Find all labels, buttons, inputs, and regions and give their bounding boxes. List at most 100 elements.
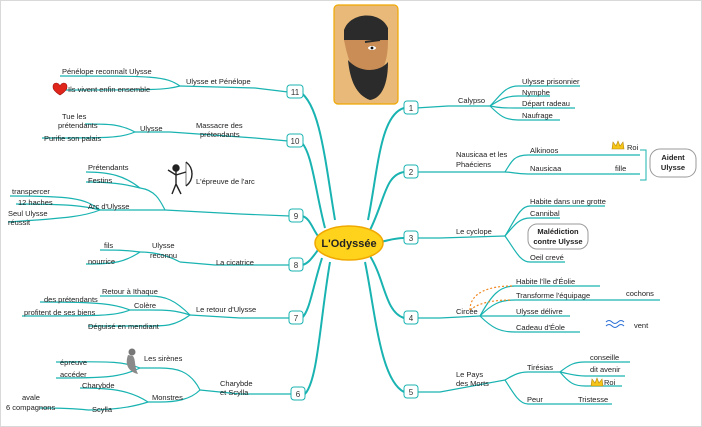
node[interactable]: Ulysse [140, 124, 163, 133]
node[interactable]: Nausicaa [530, 164, 562, 173]
central-topic-label: L'Odyssée [321, 238, 376, 250]
node[interactable]: Départ radeau [522, 99, 570, 108]
node[interactable]: Roi [604, 378, 616, 387]
node[interactable]: Transforme l'équipage [516, 291, 590, 300]
node[interactable]: Habite l'île d'Éolie [516, 277, 575, 286]
branch-2-title[interactable]: Nausicaa et les [456, 150, 508, 159]
node[interactable]: dit avenir [590, 365, 621, 374]
branch-9-title[interactable]: L'épreuve de l'arc [196, 177, 255, 186]
siren-icon [126, 348, 138, 374]
node[interactable]: épreuve [60, 358, 87, 367]
branch-5-title[interactable]: Le Pays [456, 370, 483, 379]
node[interactable]: Alkinoos [530, 146, 559, 155]
branch-line-9 [301, 215, 319, 237]
branch-line-5 [364, 261, 405, 393]
badge-7[interactable]: 7 [288, 310, 304, 325]
node[interactable]: Tristesse [578, 395, 608, 404]
badge-8[interactable]: 8 [288, 257, 304, 272]
central-topic[interactable]: L'Odyssée [314, 225, 384, 261]
malediction-bubble[interactable]: Malédiction contre Ulysse [527, 223, 589, 250]
node[interactable]: Charybde [82, 381, 115, 390]
node[interactable]: Déguisé en mendiant [88, 322, 160, 331]
bracket [640, 149, 647, 181]
branch-6: Charybde et Scylla Les sirènes épreuve a… [6, 348, 253, 414]
branch-11-title[interactable]: Ulysse et Pénélope [186, 77, 251, 86]
branch-line-6 [304, 261, 331, 395]
node[interactable]: Roi [627, 143, 639, 152]
node[interactable]: Seul Ulysse [8, 209, 48, 218]
node[interactable]: vent [634, 321, 649, 330]
node[interactable]: Nymphe [522, 88, 550, 97]
node[interactable]: Pénélope reconnaît Ulysse [62, 67, 152, 76]
node[interactable]: Festins [88, 176, 112, 185]
branch-10-title[interactable]: Massacre des [196, 121, 243, 130]
badge-1[interactable]: 1 [403, 100, 419, 115]
node[interactable]: cochons [626, 289, 654, 298]
branch-1-title[interactable]: Calypso [458, 96, 485, 105]
badge-6[interactable]: 6 [290, 386, 306, 401]
sub-branches [7, 75, 660, 411]
node-line2: prétendants [58, 121, 98, 130]
node[interactable]: fils [104, 241, 113, 250]
node[interactable]: Prétendants [88, 163, 129, 172]
node[interactable]: Habite dans une grotte [530, 197, 606, 206]
node[interactable]: Colère [134, 301, 156, 310]
badge-9[interactable]: 9 [288, 208, 304, 223]
branch-5-title-line2: des Morts [456, 379, 489, 388]
branch-2: Nausicaa et les Phaéciens Alkinoos Roi N… [456, 140, 697, 178]
node[interactable]: Arc d'Ulysse [88, 202, 129, 211]
node[interactable]: Naufrage [522, 111, 553, 120]
node[interactable]: Purifie son palais [44, 134, 101, 143]
node[interactable]: Scylla [92, 405, 113, 414]
node[interactable]: Ils vivent enfin ensemble [68, 85, 150, 94]
branch-4-title[interactable]: Circée [456, 307, 478, 316]
node[interactable]: Peur [527, 395, 543, 404]
branch-7: Le retour d'Ulysse Retour à Ithaque Colè… [24, 287, 256, 331]
node[interactable]: avale [22, 393, 40, 402]
node[interactable]: Tirésias [527, 363, 553, 372]
heart-icon [52, 82, 68, 96]
branch-3-title[interactable]: Le cyclope [456, 227, 492, 236]
branch-8-title[interactable]: La cicatrice [216, 258, 254, 267]
ulysses-portrait-image [333, 4, 399, 105]
badge-3[interactable]: 3 [403, 230, 419, 245]
svg-text:3: 3 [409, 234, 414, 243]
node[interactable]: Les sirènes [144, 354, 183, 363]
node[interactable]: 12 haches [18, 198, 53, 207]
node[interactable]: Ulysse [152, 241, 175, 250]
archer-icon [167, 161, 193, 195]
badge-10[interactable]: 10 [286, 133, 304, 148]
node[interactable]: Retour à Ithaque [102, 287, 158, 296]
badge-2[interactable]: 2 [403, 164, 419, 179]
badge-11[interactable]: 11 [286, 84, 304, 99]
wind-waves-icon [605, 320, 625, 328]
node[interactable]: Oeil crevé [530, 253, 564, 262]
node[interactable]: nourrice [88, 257, 115, 266]
svg-text:9: 9 [294, 212, 299, 221]
node[interactable]: Ulysse délivre [516, 307, 563, 316]
svg-text:contre Ulysse: contre Ulysse [533, 237, 582, 246]
badge-5[interactable]: 5 [403, 384, 419, 399]
node[interactable]: Cannibal [530, 209, 560, 218]
node[interactable]: accéder [60, 370, 87, 379]
node[interactable]: Monstres [152, 393, 183, 402]
badge-4[interactable]: 4 [403, 310, 419, 325]
node[interactable]: conseille [590, 353, 619, 362]
svg-text:5: 5 [409, 388, 414, 397]
node[interactable]: Cadeau d'Éole [516, 323, 565, 332]
node[interactable]: transpercer [12, 187, 50, 196]
node[interactable]: Tue les [62, 112, 87, 121]
branch-7-title[interactable]: Le retour d'Ulysse [196, 305, 256, 314]
svg-text:8: 8 [294, 261, 299, 270]
branch-6-title[interactable]: Charybde [220, 379, 253, 388]
node[interactable]: des prétendants [44, 295, 98, 304]
node[interactable]: Ulysse prisonnier [522, 77, 580, 86]
node[interactable]: profitent de ses biens [24, 308, 96, 317]
svg-text:Aident: Aident [661, 153, 685, 162]
branch-9: L'épreuve de l'arc Prétendants Festins A… [8, 161, 255, 227]
branch-line-11 [299, 91, 336, 221]
aident-ulysse-bubble[interactable]: Aident Ulysse [649, 148, 697, 178]
dotted-arrows [469, 285, 513, 311]
node[interactable]: fille [615, 164, 626, 173]
node-line2: reconnu [150, 251, 177, 260]
